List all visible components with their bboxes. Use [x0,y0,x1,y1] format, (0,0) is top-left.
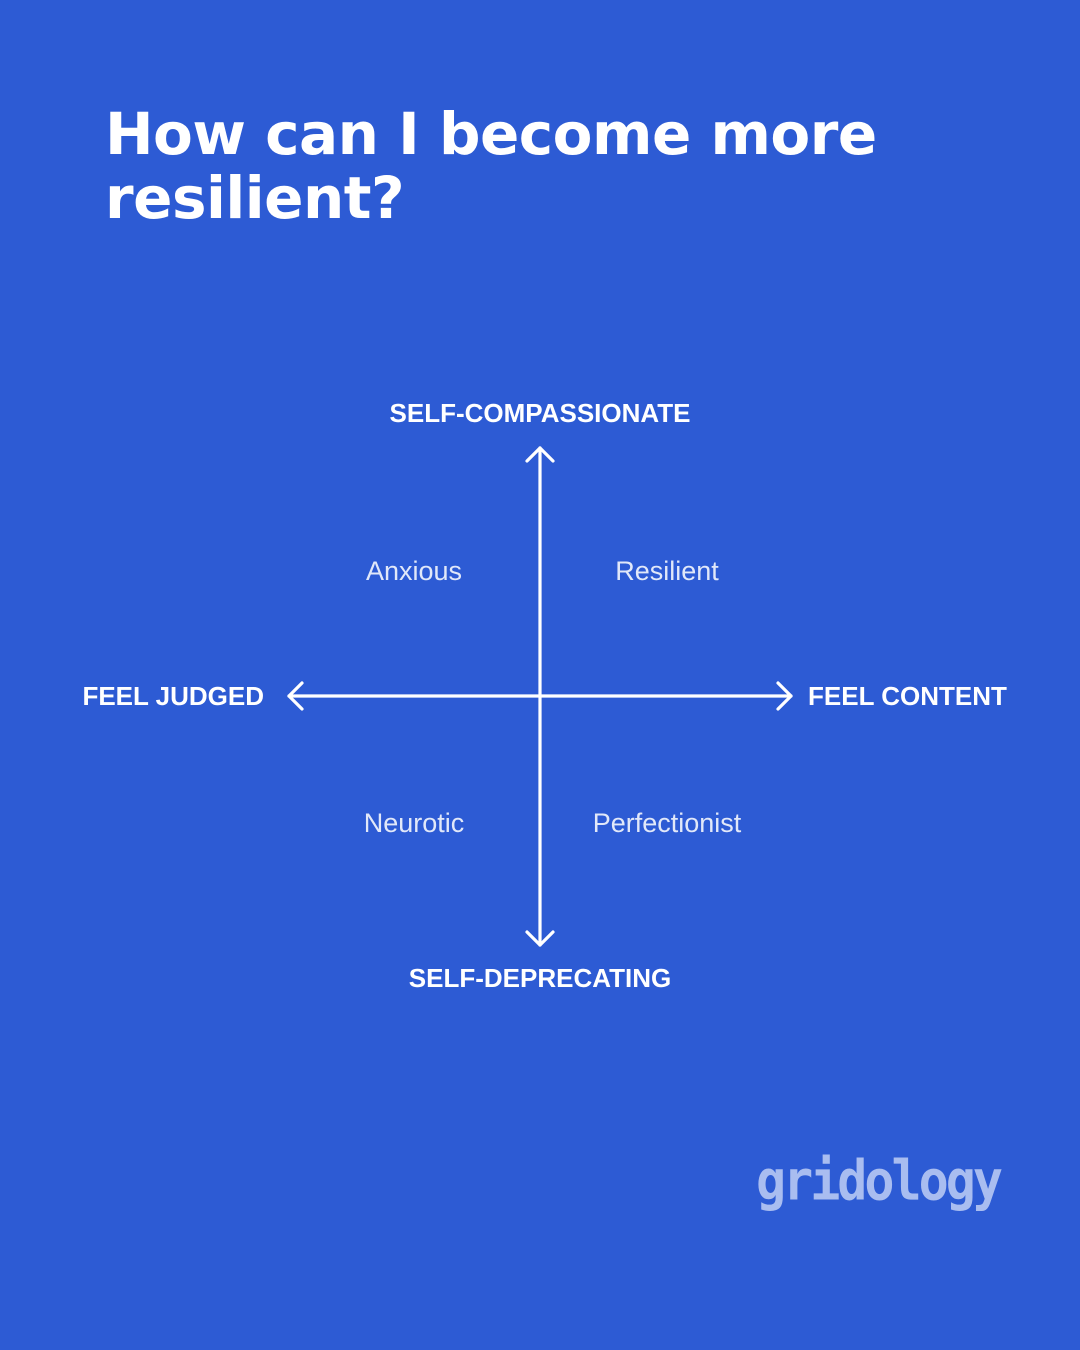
arrow-right-icon [776,681,793,711]
arrow-down-icon [525,930,555,947]
arrow-left-icon [287,681,304,711]
axis-label-bottom: SELF-DEPRECATING [408,963,672,993]
quadrant-label-top-right: Resilient [615,556,719,586]
axis-label-left: FEEL JUDGED [82,681,264,711]
quadrant-label-bottom-right: Perfectionist [592,808,742,838]
axis-label-right: FEEL CONTENT [808,681,1007,711]
arrow-up-icon [525,446,555,463]
quadrant-label-top-left: Anxious [365,556,463,586]
axis-label-top: SELF-COMPASSIONATE [389,398,691,428]
page-title: How can I become more resilient? [105,100,877,232]
quadrant-label-bottom-left: Neurotic [363,808,465,838]
brand-logo: gridology [756,1149,1003,1213]
